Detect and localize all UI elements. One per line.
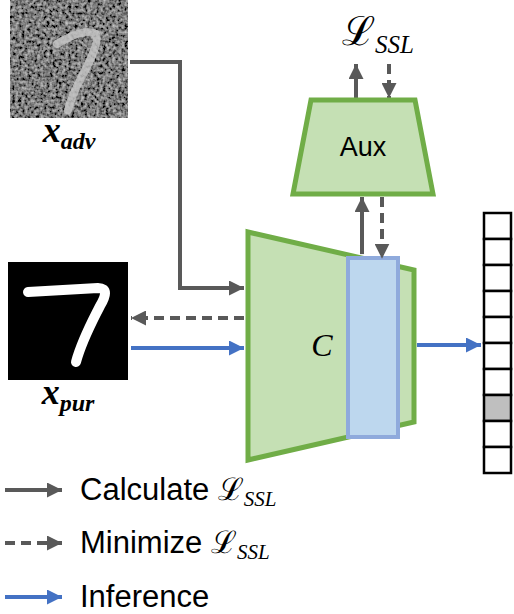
loss-label: ℒSSL — [342, 2, 414, 59]
image-noise — [10, 0, 128, 118]
purified-digit-image — [8, 262, 128, 380]
math-base: Minimize ℒ — [80, 525, 237, 560]
math-base: x — [42, 372, 60, 412]
vector-cell — [484, 265, 511, 291]
connector-arrow — [380, 197, 384, 259]
trapezoid-shape — [293, 100, 433, 194]
vector-cell — [484, 421, 511, 447]
adversarial-digit-image — [10, 0, 128, 118]
vector-cell — [484, 239, 511, 265]
legend-sample — [5, 595, 62, 599]
image-label: xadv — [10, 112, 128, 159]
image-background — [10, 0, 128, 118]
math-subscript: SSL — [244, 487, 277, 511]
vector-cell-highlight — [484, 395, 511, 421]
vector-cell — [484, 291, 511, 317]
math-subscript: SSL — [375, 31, 414, 58]
node-label: C — [311, 327, 332, 364]
digit-stroke — [57, 32, 97, 110]
legend-sample — [5, 541, 62, 545]
minimize-arrow — [387, 64, 391, 98]
auxiliary-trapezoid: Aux — [293, 100, 433, 194]
image-label: xpur — [8, 374, 128, 421]
connector-arrow — [131, 316, 244, 320]
legend-text: Minimize ℒSSL — [80, 521, 270, 574]
legend-sample — [5, 488, 62, 492]
math-base: ℒ — [342, 8, 375, 54]
node-label: Aux — [340, 132, 387, 163]
connector-arrow — [131, 346, 244, 350]
inference-arrow — [417, 343, 481, 347]
vector-cell — [484, 369, 511, 395]
math-subscript: pur — [60, 390, 95, 416]
math-base: x — [43, 110, 61, 150]
digit-stroke — [28, 288, 105, 362]
image-background — [8, 262, 128, 380]
vector-cell — [484, 447, 511, 473]
trapezoid-shape — [248, 232, 414, 460]
calculate-arrow — [354, 64, 358, 98]
math-subscript: SSL — [237, 540, 270, 564]
feature-band — [348, 258, 398, 437]
output-vector — [484, 213, 511, 473]
math-base: Calculate ℒ — [80, 472, 244, 507]
legend-text: Calculate ℒSSL — [80, 468, 277, 521]
math-subscript: adv — [61, 128, 96, 154]
vector-cell — [484, 317, 511, 343]
vector-cell — [484, 343, 511, 369]
connector-arrow — [130, 62, 244, 288]
legend-text: Inference — [80, 575, 209, 614]
input-image: xadv — [10, 0, 128, 118]
classifier-trapezoid: C — [248, 232, 414, 460]
input-image: xpur — [8, 262, 128, 380]
vector-cell — [484, 213, 511, 239]
connector-arrow — [360, 197, 364, 254]
